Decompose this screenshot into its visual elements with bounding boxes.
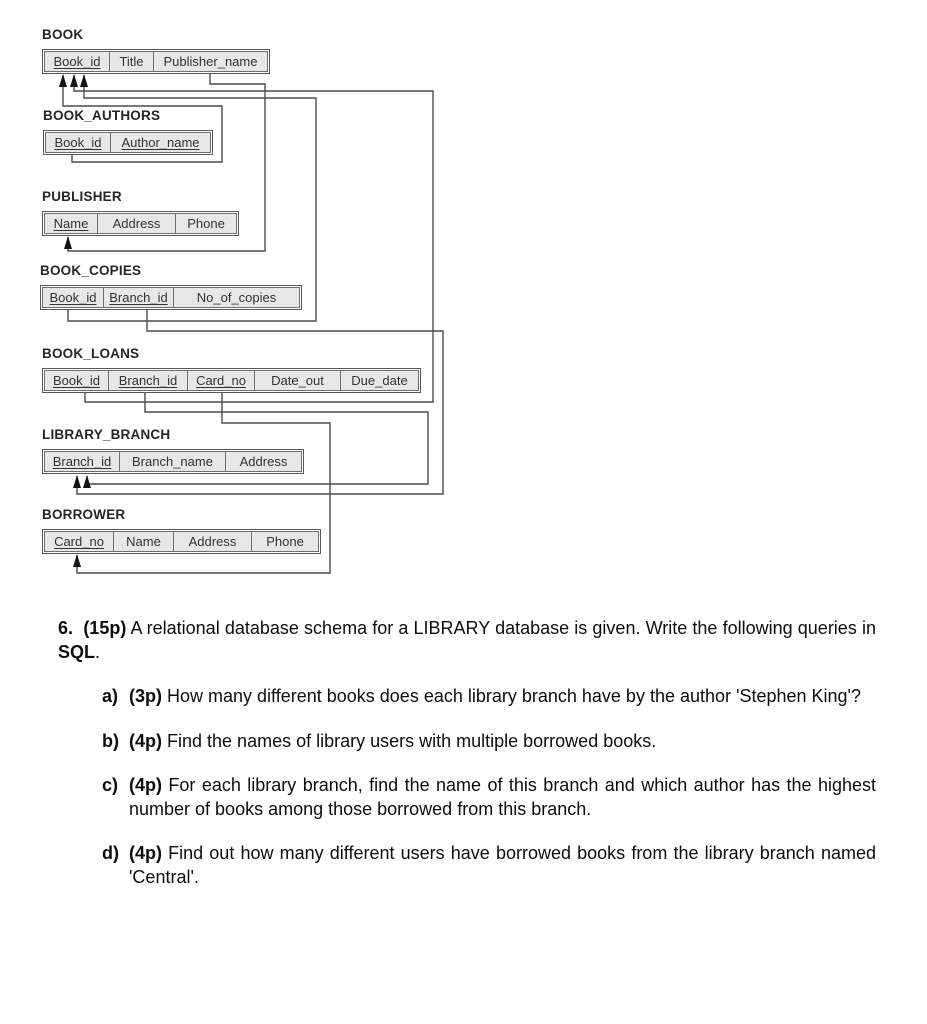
column-borrower-address: Address — [173, 531, 252, 552]
question-item-a: a) (3p) How many different books does ea… — [58, 685, 876, 709]
question-item-d: d) (4p) Find out how many different user… — [58, 842, 876, 889]
table-book-authors: BOOK_AUTHORS Book_id Author_name — [43, 108, 213, 155]
question-a-points: (3p) — [129, 686, 162, 706]
table-book-loans-row: Book_id Branch_id Card_no Date_out Due_d… — [42, 368, 421, 393]
question-b-points: (4p) — [129, 730, 162, 751]
question-b-text: (4p) Find the names of library users wit… — [129, 730, 657, 751]
column-borrower-phone: Phone — [251, 531, 319, 552]
arrowhead-to-publisher-name — [64, 236, 72, 249]
table-library-branch-row: Branch_id Branch_name Address — [42, 449, 304, 474]
question-intro-text: A relational database schema for a LIBRA… — [130, 618, 876, 638]
column-book-copies-branch-id: Branch_id — [103, 287, 174, 308]
column-library-branch-branch-name: Branch_name — [119, 451, 226, 472]
table-book-label: BOOK — [42, 27, 84, 42]
table-library-branch: LIBRARY_BRANCH Branch_id Branch_name Add… — [42, 427, 304, 474]
table-publisher-row: Name Address Phone — [42, 211, 239, 236]
question-6-intro: 6. (15p) A relational database schema fo… — [58, 612, 876, 664]
fk-line-book-loans-cardno-to-borrower — [76, 393, 331, 574]
arrowhead-to-book-bookid-3 — [80, 74, 88, 87]
table-borrower-row: Card_no Name Address Phone — [42, 529, 321, 554]
table-book-copies-row: Book_id Branch_id No_of_copies — [40, 285, 302, 310]
column-publisher-name: Name — [44, 213, 98, 234]
table-borrower-label: BORROWER — [42, 507, 126, 522]
arrowhead-to-book-bookid-2 — [70, 74, 78, 87]
table-book-row: Book_id Title Publisher_name — [42, 49, 270, 74]
arrowhead-to-borrower-cardno — [73, 554, 81, 567]
fk-line-book-authors-to-book — [62, 75, 223, 163]
fk-line-book-copies-branchid-to-library-branch — [76, 310, 444, 495]
question-a-text: (3p) How many different books does each … — [129, 686, 861, 706]
column-publisher-phone: Phone — [175, 213, 237, 234]
column-library-branch-address: Address — [225, 451, 302, 472]
column-publisher-address: Address — [97, 213, 176, 234]
question-b-marker: b) — [102, 730, 119, 751]
table-borrower: BORROWER Card_no Name Address Phone — [42, 507, 321, 554]
fk-line-book-loans-bookid-to-book — [73, 75, 434, 403]
exam-questions: 6. (15p) A relational database schema fo… — [58, 612, 876, 889]
column-book-loans-book-id: Book_id — [44, 370, 109, 391]
column-book-loans-card-no: Card_no — [187, 370, 255, 391]
question-d-marker: d) — [102, 843, 119, 863]
question-number: 6. — [58, 618, 74, 638]
question-d-text: (4p) Find out how many different users h… — [129, 843, 876, 887]
table-book-authors-label: BOOK_AUTHORS — [43, 108, 161, 123]
table-book-copies: BOOK_COPIES Book_id Branch_id No_of_copi… — [40, 263, 302, 310]
column-borrower-card-no: Card_no — [44, 531, 114, 552]
column-book-loans-date-out: Date_out — [254, 370, 341, 391]
arrowhead-to-book-bookid-1 — [59, 74, 67, 87]
question-item-b: b) (4p) Find the names of library users … — [58, 730, 876, 754]
arrowhead-to-library-branch-2 — [83, 475, 91, 488]
table-publisher: PUBLISHER Name Address Phone — [42, 189, 239, 236]
column-book-loans-branch-id: Branch_id — [108, 370, 188, 391]
column-book-copies-book-id: Book_id — [42, 287, 104, 308]
column-book-loans-due-date: Due_date — [340, 370, 419, 391]
question-c-points: (4p) — [129, 775, 162, 795]
question-c-text: (4p) For each library branch, find the n… — [129, 775, 876, 819]
question-item-c: c) (4p) For each library branch, find th… — [58, 774, 876, 821]
table-book: BOOK Book_id Title Publisher_name — [42, 27, 270, 74]
table-book-copies-label: BOOK_COPIES — [40, 263, 142, 278]
question-points: (15p) — [83, 618, 127, 638]
fk-line-book-copies-bookid-to-book — [67, 75, 317, 322]
column-book-authors-book-id: Book_id — [45, 132, 111, 153]
column-book-authors-author-name: Author_name — [110, 132, 211, 153]
table-library-branch-label: LIBRARY_BRANCH — [42, 427, 171, 442]
question-d-points: (4p) — [129, 843, 162, 863]
column-library-branch-branch-id: Branch_id — [44, 451, 120, 472]
table-book-authors-row: Book_id Author_name — [43, 130, 213, 155]
table-book-loans-label: BOOK_LOANS — [42, 346, 140, 361]
table-publisher-label: PUBLISHER — [42, 189, 122, 204]
column-book-publisher-name: Publisher_name — [153, 51, 268, 72]
question-a-marker: a) — [102, 686, 119, 706]
column-book-book-id: Book_id — [44, 51, 110, 72]
question-intro-bold-word: SQL — [58, 641, 96, 662]
library-schema-diagram: BOOK Book_id Title Publisher_name BOOK_A… — [40, 27, 444, 574]
question-c-marker: c) — [102, 775, 119, 795]
question-intro-period: . — [95, 641, 101, 662]
table-book-loans: BOOK_LOANS Book_id Branch_id Card_no Dat… — [42, 346, 421, 393]
column-borrower-name: Name — [113, 531, 174, 552]
arrowhead-to-library-branch-1 — [73, 475, 81, 488]
fk-connector-lines — [59, 74, 444, 574]
column-book-title: Title — [109, 51, 154, 72]
column-book-copies-no-of-copies: No_of_copies — [173, 287, 300, 308]
